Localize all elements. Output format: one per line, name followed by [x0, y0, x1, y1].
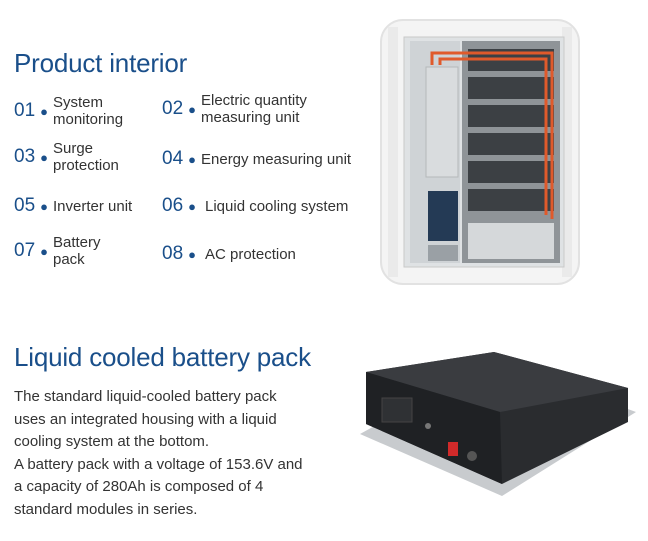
- item-number: 02: [162, 98, 184, 119]
- bullet-icon: ●: [188, 246, 196, 262]
- list-item-06: 06● Liquid cooling system: [162, 195, 348, 217]
- list-item-04: 04● Energy measuring unit: [162, 148, 351, 170]
- bullet-icon: ●: [188, 151, 196, 167]
- item-number: 06: [162, 195, 184, 216]
- item-number: 05: [14, 195, 36, 216]
- item-label: Liquid cooling system: [205, 197, 349, 215]
- list-item-05: 05● Inverter unit: [14, 195, 132, 217]
- section-title-battery-pack: Liquid cooled battery pack: [14, 342, 311, 372]
- item-number: 08: [162, 243, 184, 264]
- cabinet-interior-image: [380, 19, 580, 285]
- bullet-icon: ●: [40, 198, 48, 214]
- bullet-icon: ●: [188, 101, 196, 117]
- item-number: 07: [14, 240, 36, 261]
- bullet-icon: ●: [188, 198, 196, 214]
- bullet-icon: ●: [40, 103, 48, 119]
- item-label: AC protection: [205, 245, 296, 263]
- list-item-08: 08● AC protection: [162, 243, 296, 265]
- section-title-product-interior: Product interior: [14, 48, 188, 78]
- item-number: 01: [14, 100, 36, 121]
- item-label: Energy measuring unit: [201, 150, 352, 168]
- item-number: 04: [162, 148, 184, 169]
- bullet-icon: ●: [40, 149, 48, 165]
- battery-pack-image: [360, 352, 636, 496]
- item-number: 03: [14, 146, 36, 167]
- item-label: Inverter unit: [53, 197, 133, 215]
- bullet-icon: ●: [40, 243, 48, 259]
- battery-pack-description: The standard liquid-cooled battery pack …: [14, 388, 303, 518]
